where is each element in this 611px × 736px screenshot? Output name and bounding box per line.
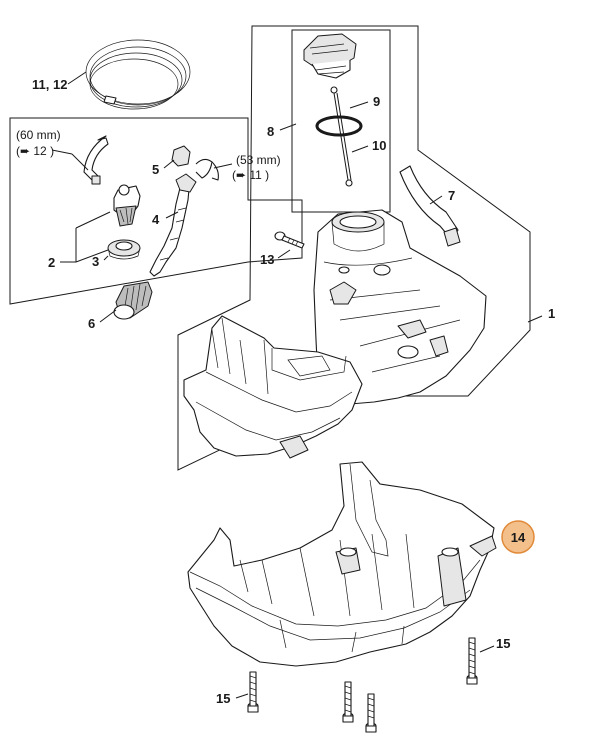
tank-mount-boss [329,281,357,305]
vent-valve [171,145,191,167]
hose-coil-end [103,95,117,105]
highlight-badge-14 [501,520,535,554]
label-15-left: 15 [216,691,230,706]
label-9: 9 [373,94,380,109]
strainer-cap [113,304,135,320]
retainer-cord-part [330,86,353,187]
purge-fitting [175,173,197,193]
screw-15-c [365,693,377,733]
label-8: 8 [267,124,274,139]
o-ring-seal [315,115,363,137]
return-hose [399,165,459,241]
screw-15-b [342,681,354,723]
leader-lines [51,71,543,699]
hose-coil-ring-2 [89,46,187,106]
callout-labels: 11, 12 8 9 10 5 4 2 3 6 13 7 1 15 15 14 [32,77,555,706]
grommet-part-3 [107,239,141,260]
assembly-frames [9,25,531,471]
label-5: 5 [152,162,159,177]
cord-bottom-loop [345,179,353,187]
label-3: 3 [92,254,99,269]
filter-part-6 [113,281,153,320]
note-53mm: (53 mm) [236,153,281,167]
filter-nipple [118,184,130,196]
screw-15-a [247,671,259,713]
cord-top-loop [330,86,338,94]
note-60mm: (60 mm) [16,128,61,142]
screw-15-d [466,637,478,685]
label-10: 10 [372,138,386,153]
cap-group-frame [291,29,391,213]
tank-cap [303,33,357,69]
return-hose-part-7 [399,165,461,247]
label-6: 6 [88,316,95,331]
label-2: 2 [48,255,55,270]
label-15-right: 15 [496,636,510,651]
fuel-line-group-frame [9,117,303,305]
screw-part-15-set [247,637,478,733]
label-13: 13 [260,252,274,267]
purge-line-part-4 [149,173,197,277]
fuel-hose-part [83,135,109,185]
fuel-hose-60mm [83,135,109,183]
vent-valve-part-5 [171,145,219,181]
note-53mm-ref: (➨ 11 ) [232,168,269,182]
hose-coil-part [85,39,191,110]
tank-cap-part [303,33,357,79]
label-7: 7 [448,188,455,203]
fuel-hose-clip [91,175,101,185]
note-60mm-ref: (➨ 12 ) [16,144,54,158]
hose-coil-ring-3 [89,52,183,108]
tank-assembly-frame [177,25,531,471]
length-notes: (60 mm) (➨ 12 ) (53 mm) (➨ 11 ) [16,128,281,182]
screw-part-13 [274,231,305,249]
hose-coil-ring-4 [89,58,179,110]
return-hose-end [443,227,461,247]
label-14: 14 [511,530,526,545]
label-11-12: 11, 12 [32,77,67,92]
label-4: 4 [152,212,160,227]
shroud-part-14 [187,461,497,667]
filter-body [115,205,137,227]
purge-hose [149,177,191,277]
fuel-tank-part-1 [183,209,487,459]
label-1: 1 [548,306,555,321]
filter-part-2 [113,184,141,227]
tank-tray [183,315,363,457]
retainer-cord [333,92,349,181]
vent-hose-53mm [195,158,213,179]
